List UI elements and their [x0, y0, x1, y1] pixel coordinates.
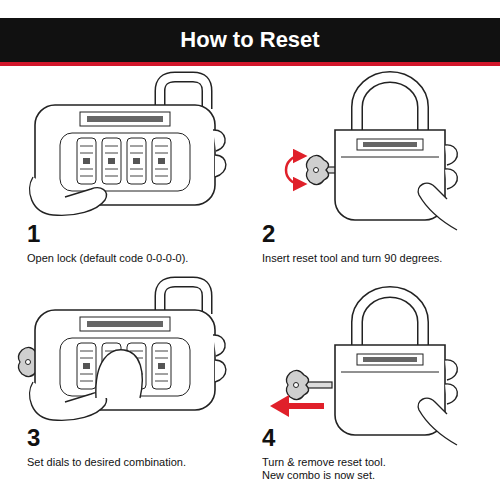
- step-instruction: Turn & remove reset tool. New combo is n…: [262, 456, 402, 482]
- turn-arrow: [286, 156, 300, 184]
- accent-rule: [0, 62, 500, 66]
- remove-arrowhead: [270, 395, 289, 417]
- lock-open-illustration: [30, 77, 226, 215]
- padlock-illustration: [335, 292, 457, 445]
- reset-tool: [286, 370, 332, 399]
- step-number: 4: [262, 424, 275, 452]
- step-instruction: Set dials to desired combination.: [27, 456, 242, 469]
- remove-arrow: [286, 403, 324, 409]
- step-instruction: Open lock (default code 0-0-0-0).: [27, 252, 242, 265]
- title-band: [0, 18, 500, 62]
- lock-dials-illustration: [30, 282, 226, 420]
- page-title: How to Reset: [0, 18, 500, 62]
- padlock-illustration: [335, 77, 457, 230]
- step-instruction: Insert reset tool and turn 90 degrees.: [262, 252, 487, 265]
- finger: [96, 350, 142, 398]
- step-number: 2: [262, 220, 275, 248]
- step-number: 3: [27, 424, 40, 452]
- step-number: 1: [27, 220, 40, 248]
